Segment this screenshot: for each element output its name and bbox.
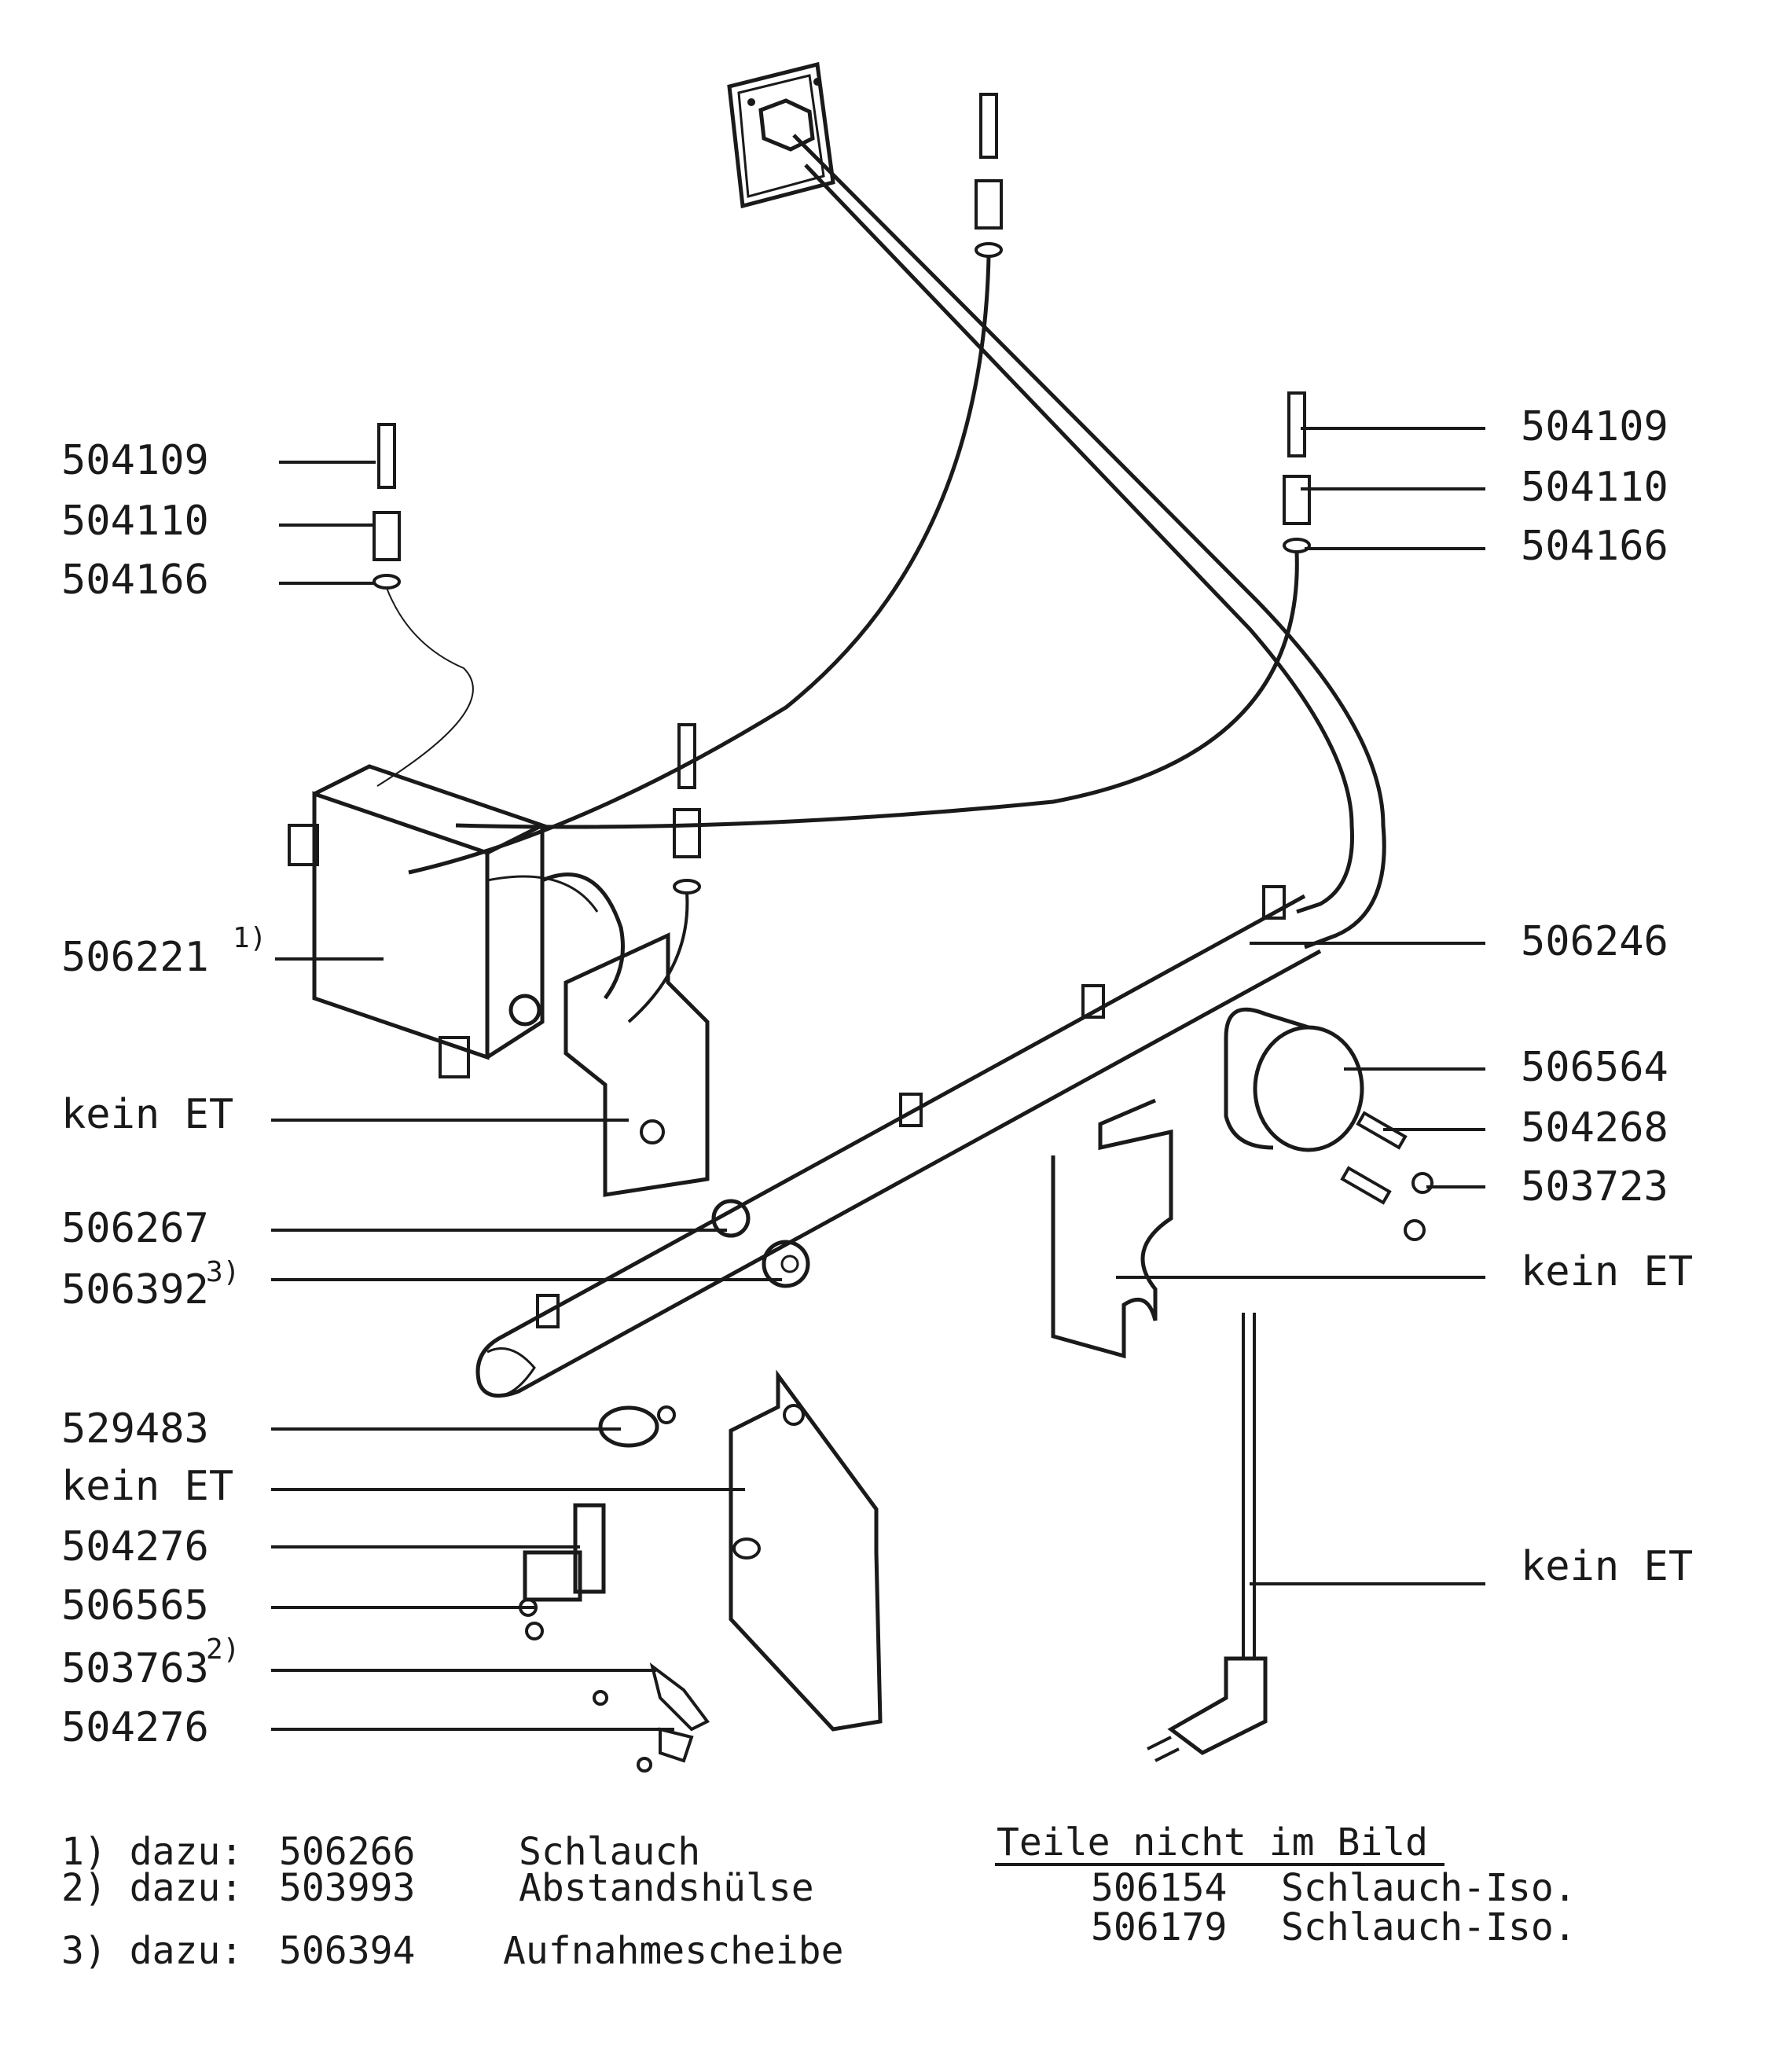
thermocouple-middle (627, 723, 701, 1023)
not-shown-1-desc: Schlauch-Iso. (1281, 1866, 1577, 1910)
label-504166-right: 504166 (1521, 523, 1668, 570)
labels-left: 504109 504110 504166 506221 1) kein ET 5… (61, 437, 266, 1751)
label-506564: 506564 (1521, 1044, 1668, 1091)
thermocouple-right (455, 391, 1311, 829)
footnote-1-mark: 1) dazu: (61, 1830, 243, 1874)
power-cable-plug (1147, 1313, 1268, 1762)
label-504110-right: 504110 (1521, 464, 1668, 511)
label-504276-a: 504276 (61, 1523, 209, 1571)
label-kein-et-left-2: kein ET (61, 1463, 233, 1510)
label-506565: 506565 (61, 1582, 209, 1629)
label-506392: 506392 (61, 1266, 209, 1313)
label-504109-left: 504109 (61, 437, 209, 484)
thermocouple-top (408, 93, 1003, 875)
label-506267: 506267 (61, 1205, 209, 1252)
footnotes: 1) dazu: 506266 Schlauch 2) dazu: 503993… (61, 1830, 843, 1973)
not-shown-heading: Teile nicht im Bild (997, 1820, 1428, 1864)
label-506221: 506221 (61, 934, 209, 981)
label-kein-et-right-2: kein ET (1521, 1543, 1693, 1590)
bracket-left (563, 932, 710, 1197)
washer-506392 (762, 1240, 810, 1288)
leader-lines (271, 427, 1485, 1731)
bracket-right (1051, 1098, 1173, 1359)
footnote-2-mark: 2) dazu: (61, 1866, 243, 1910)
label-504166-left: 504166 (61, 557, 209, 604)
label-506221-sup: 1) (233, 922, 266, 954)
footnote-3-desc: Aufnahmescheibe (503, 1929, 843, 1973)
label-529483: 529483 (61, 1405, 209, 1453)
switch-parts (519, 1503, 606, 1640)
label-504268: 504268 (1521, 1104, 1668, 1152)
labels-right: 504109 504110 504166 506246 506564 50426… (1521, 403, 1693, 1590)
piezo-igniter (598, 1405, 676, 1448)
label-503763: 503763 (61, 1645, 209, 1692)
nut-506267 (711, 1199, 751, 1238)
footnote-2-part: 503993 (279, 1866, 415, 1910)
not-shown-1-part: 506154 (1091, 1866, 1227, 1910)
footnote-3-part: 506394 (279, 1929, 415, 1973)
screws-terminals (593, 1662, 710, 1773)
not-shown-2-part: 506179 (1091, 1905, 1227, 1949)
not-shown-2-desc: Schlauch-Iso. (1281, 1905, 1577, 1949)
thermocouple-left (373, 423, 474, 787)
gas-tube (792, 134, 1386, 950)
footnote-1-desc: Schlauch (519, 1830, 700, 1874)
label-504109-right: 504109 (1521, 403, 1668, 450)
footnote-2-desc: Abstandshülse (519, 1866, 814, 1910)
burner-bar (475, 885, 1322, 1398)
wall-flange (727, 61, 835, 209)
footnote-1-part: 506266 (279, 1830, 415, 1874)
parts-not-shown: Teile nicht im Bild 506154 Schlauch-Iso.… (995, 1820, 1577, 1949)
label-504276-b: 504276 (61, 1704, 209, 1751)
footnote-3-mark: 3) dazu: (61, 1929, 243, 1973)
label-kein-et-right-1: kein ET (1521, 1248, 1693, 1295)
igniter-cap (1224, 1007, 1433, 1241)
label-kein-et-left-1: kein ET (61, 1091, 233, 1138)
label-506392-sup: 3) (206, 1256, 240, 1288)
cover-plate (729, 1369, 883, 1732)
label-504110-left: 504110 (61, 498, 209, 545)
control-valve-box (288, 764, 625, 1078)
label-503763-sup: 2) (206, 1633, 240, 1666)
label-503723: 503723 (1521, 1163, 1668, 1211)
label-506246: 506246 (1521, 918, 1668, 965)
